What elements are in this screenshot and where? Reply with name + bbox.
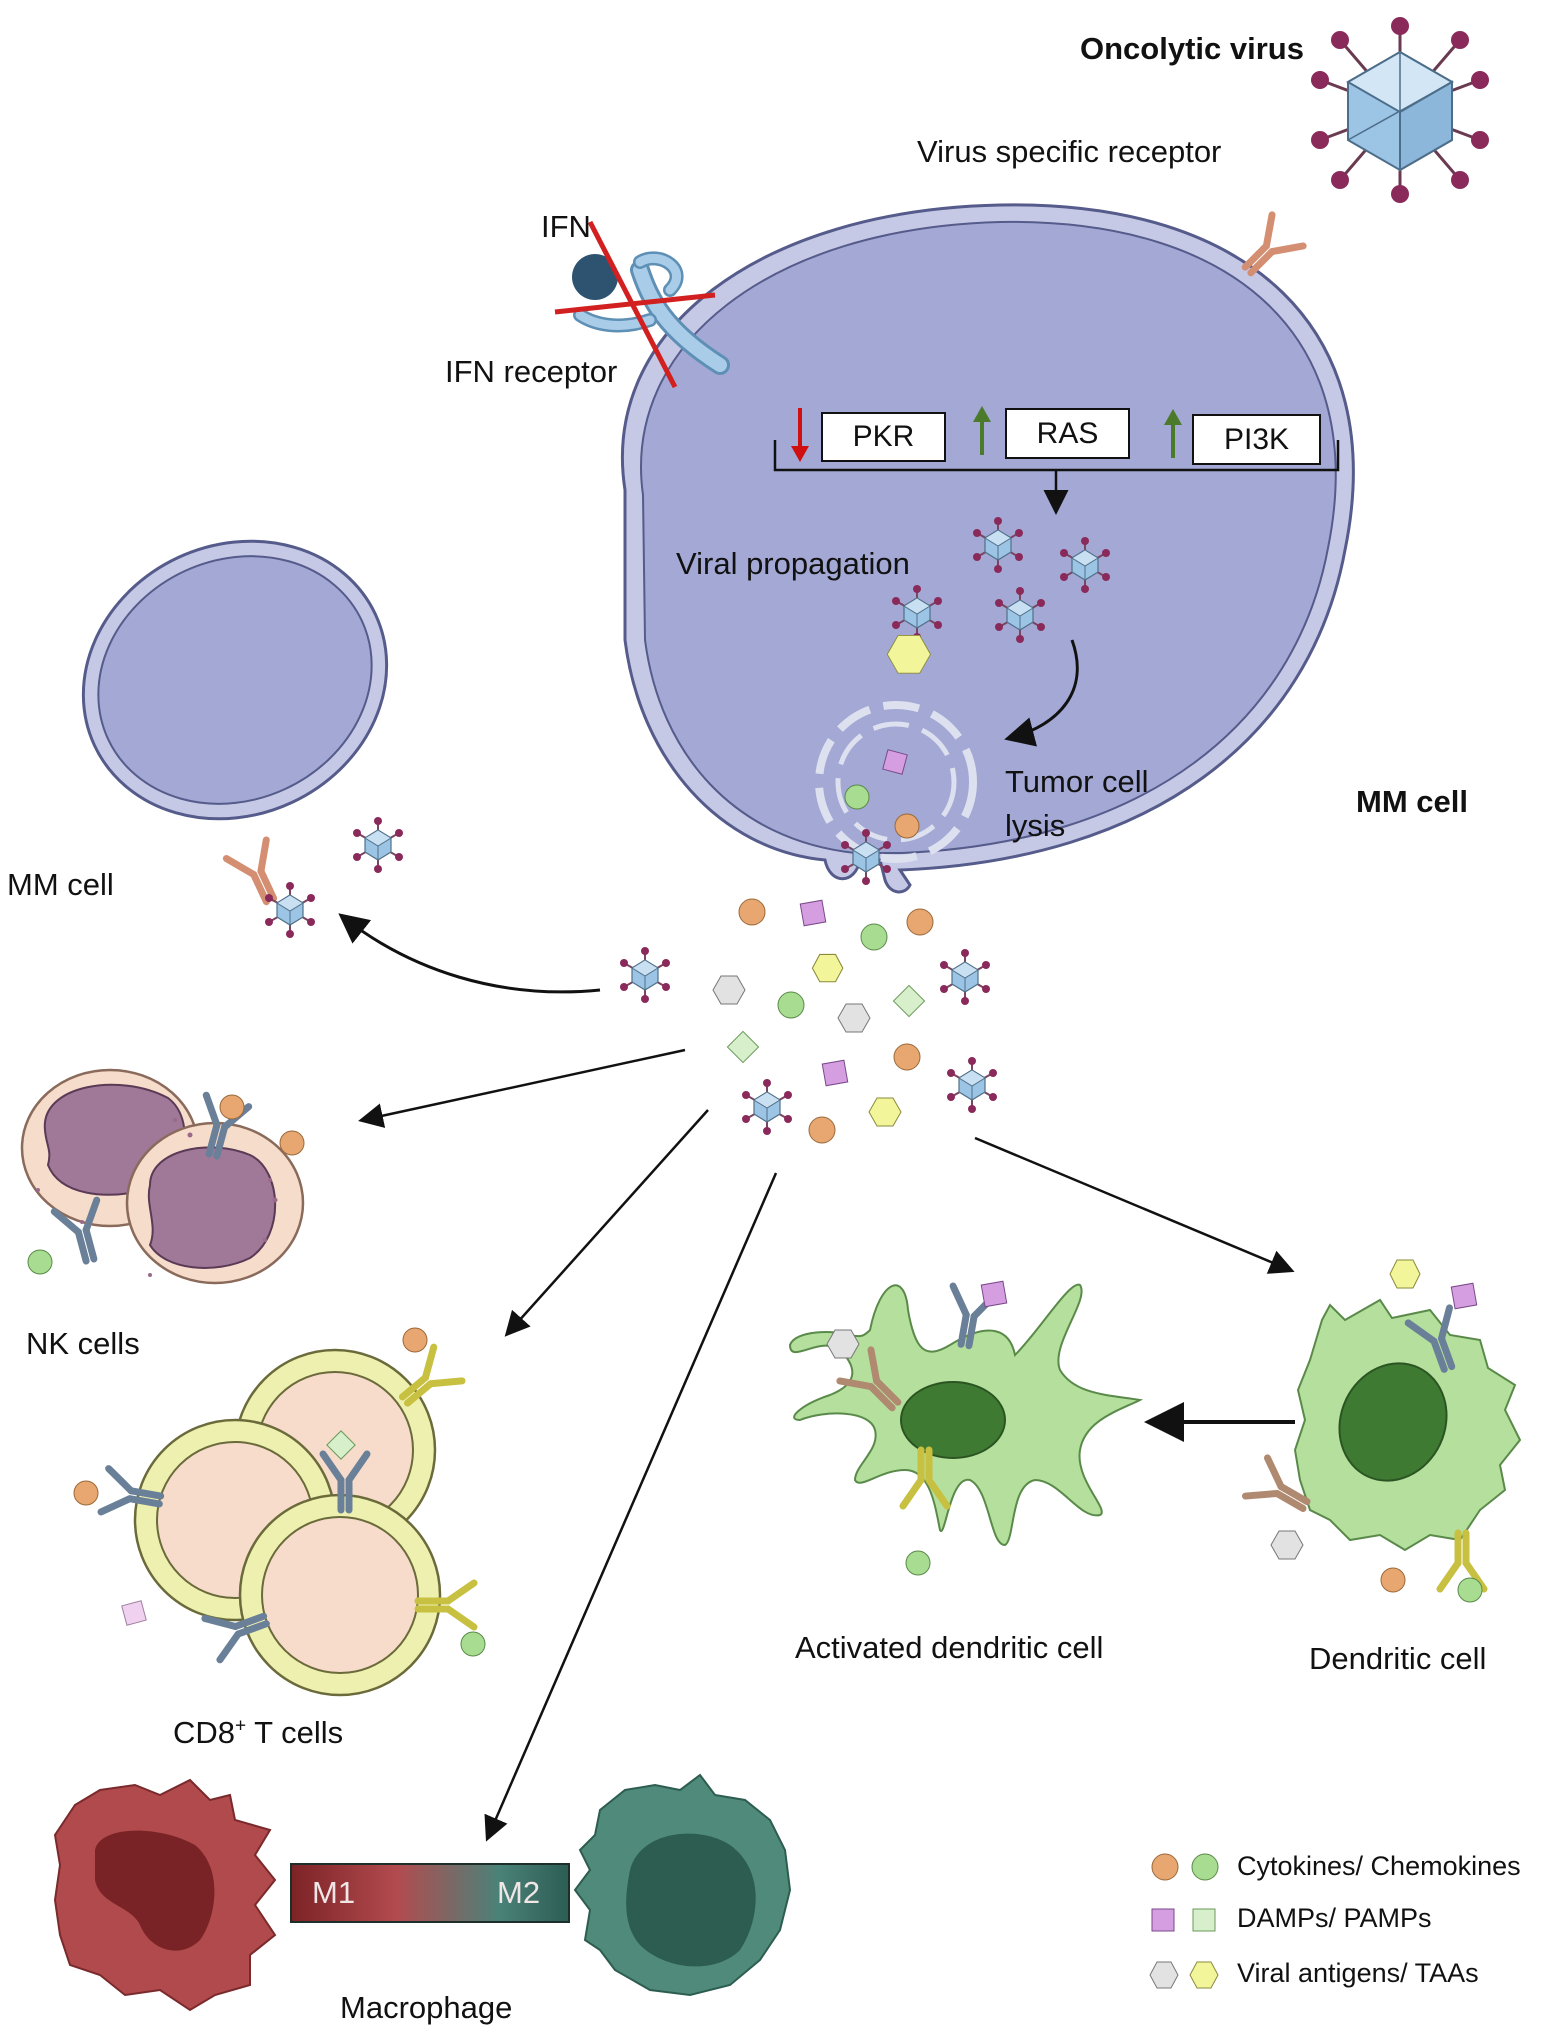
receptor-small-mm (226, 840, 290, 909)
arrow-to-t-cells (504, 1109, 709, 1337)
mm-cell-small-label: MM cell (7, 867, 114, 902)
legend-symbols (1149, 1853, 1219, 1989)
virus-icon (619, 946, 671, 1004)
tumor-cell-lysis-label-line2: lysis (1005, 808, 1066, 843)
damp-square (882, 749, 908, 775)
damp-square (1450, 1282, 1478, 1310)
virus-icon (946, 1056, 998, 1114)
damp-square (980, 1280, 1008, 1308)
cytokine-circle (894, 813, 920, 839)
cytokine-circle (219, 1094, 245, 1120)
oncolytic-virus-icon (1311, 17, 1489, 203)
virus-icon (741, 1078, 793, 1136)
cytokine-circle (460, 1631, 486, 1657)
legend-item-cytokines: Cytokines/ Chemokines (1237, 1851, 1521, 1881)
ras-box: RAS (1005, 408, 1130, 459)
antigen-hexagon (1270, 1530, 1304, 1560)
lysis-vesicle (815, 701, 977, 863)
ras-up-arrow (973, 406, 991, 455)
oncolytic-virus-label: Oncolytic virus (1080, 31, 1304, 66)
legend-item-antigens: Viral antigens/ TAAs (1237, 1958, 1479, 1988)
activated-dendritic-cell (788, 1283, 1144, 1547)
cytokine-circle (73, 1480, 99, 1506)
damp-square (121, 1600, 147, 1626)
nk-cells (20, 1068, 305, 1285)
dendritic-cell-label: Dendritic cell (1309, 1641, 1487, 1676)
ifn-ball (572, 254, 618, 300)
macrophage-label: Macrophage (340, 1990, 513, 2025)
cytokine-circle (844, 784, 870, 810)
inhibition-cross-icon (554, 220, 716, 389)
cytokine-circle (27, 1249, 53, 1275)
macrophage-m1 (53, 1778, 277, 2012)
activated-dendritic-cell-label: Activated dendritic cell (795, 1630, 1104, 1665)
arrow-to-nk-cells (358, 1048, 686, 1128)
viral-propagation-label: Viral propagation (676, 546, 910, 581)
arrow-to-mm-cell (338, 913, 601, 994)
cytokine-circle (1380, 1567, 1406, 1593)
cytokine-circle (905, 1550, 931, 1576)
m2-label: M2 (497, 1875, 541, 1910)
virus-icon (352, 816, 404, 874)
ifn-receptor (573, 251, 730, 375)
m1-m2-polarization-bar: M1 M2 (290, 1863, 570, 1923)
signaling-bracket (773, 440, 1340, 515)
ifn-label: IFN (541, 209, 591, 244)
cytokine-circle (402, 1327, 428, 1353)
mm-cell-main-label: MM cell (1356, 784, 1468, 819)
mm-cell-small (81, 539, 389, 821)
nk-cells-label: NK cells (26, 1326, 140, 1361)
damp-square (326, 1430, 356, 1460)
arrow-to-dendritic-cell (974, 1136, 1295, 1274)
antigen-hexagon (1389, 1259, 1421, 1289)
released-particles (712, 898, 934, 1144)
tumor-cell-lysis-label-line1: Tumor cell (1005, 764, 1149, 799)
virus-specific-receptor-label: Virus specific receptor (917, 134, 1222, 169)
pi3k-box: PI3K (1192, 414, 1321, 465)
pkr-down-arrow (791, 408, 809, 462)
pkr-box: PKR (821, 412, 946, 462)
m1-label: M1 (312, 1875, 356, 1910)
arrow-to-macrophage (484, 1172, 778, 1842)
lysis-arrow (1004, 639, 1079, 747)
virus-icon (939, 948, 991, 1006)
legend-item-damps: DAMPs/ PAMPs (1237, 1903, 1432, 1933)
pi3k-up-arrow (1164, 409, 1182, 458)
macrophage-m2 (573, 1773, 792, 1997)
antigen-hexagon (826, 1329, 860, 1359)
cytokine-circle (279, 1130, 305, 1156)
dendritic-cell (1293, 1298, 1522, 1552)
cd8-t-cells-label: CD8+ T cells (173, 1715, 344, 1750)
cd8-t-cells (133, 1348, 442, 1697)
antigen-hexagon (886, 634, 932, 674)
ifn-receptor-label: IFN receptor (445, 354, 618, 389)
cytokine-circle (1457, 1577, 1483, 1603)
